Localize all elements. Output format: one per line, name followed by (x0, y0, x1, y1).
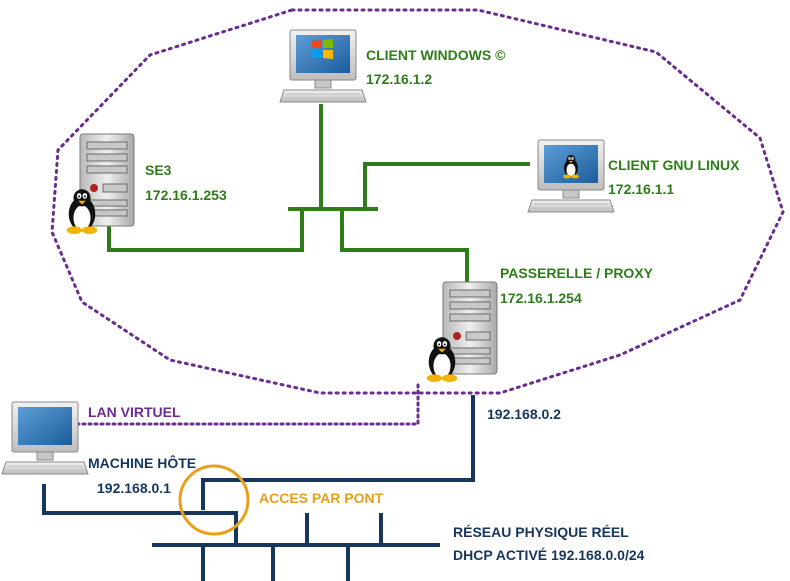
host-computer[interactable] (1, 401, 89, 475)
se3-ip: 172.16.1.253 (145, 187, 227, 203)
virtual-lan-boundary (50, 8, 785, 395)
virtual-lan-links (107, 104, 530, 282)
client-linux-name: CLIENT GNU LINUX (608, 157, 740, 173)
host-name: MACHINE HÔTE (88, 454, 196, 471)
gateway-ip: 172.16.1.254 (500, 290, 582, 306)
gateway-server[interactable] (426, 281, 498, 382)
physical-network-label: RÉSEAU PHYSIQUE RÉEL (453, 524, 629, 540)
gateway-external-ip: 192.168.0.2 (487, 406, 561, 422)
se3-server[interactable] (66, 133, 135, 234)
windows-logo-icon (312, 39, 333, 59)
physical-network-dhcp: DHCP ACTIVÉ 192.168.0.0/24 (453, 547, 645, 563)
virtual-lan-host-link (76, 383, 420, 426)
virtual-lan-label: LAN VIRTUEL (88, 404, 181, 420)
client-linux-ip: 172.16.1.1 (608, 181, 674, 197)
client-windows-computer[interactable] (279, 29, 367, 103)
bridge-label: ACCES PAR PONT (259, 490, 384, 506)
host-ip: 192.168.0.1 (97, 480, 171, 496)
bridge-circle (178, 464, 250, 536)
physical-network-links (42, 395, 475, 581)
se3-name: SE3 (145, 162, 172, 178)
gateway-name: PASSERELLE / PROXY (500, 265, 654, 281)
client-windows-name: CLIENT WINDOWS © (366, 47, 506, 63)
client-linux-computer[interactable] (527, 139, 615, 213)
client-windows-ip: 172.16.1.2 (366, 71, 432, 87)
